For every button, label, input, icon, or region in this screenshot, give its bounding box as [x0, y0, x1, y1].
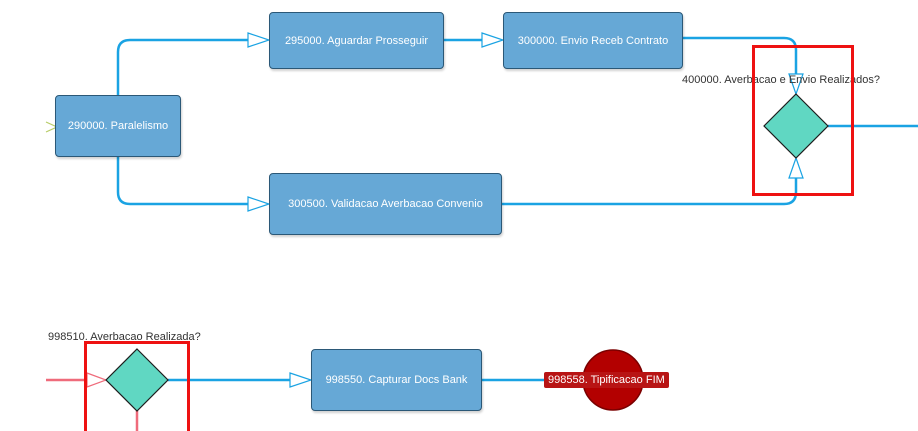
task-998550[interactable]: 998550. Capturar Docs Bank	[311, 349, 482, 411]
task-295000[interactable]: 295000. Aguardar Prosseguir	[269, 12, 444, 69]
connector-290000-to-295000[interactable]	[116, 38, 250, 95]
task-300500-label: 300500. Validacao Averbacao Convenio	[288, 198, 483, 210]
gateway-400000-diamond[interactable]	[763, 93, 829, 159]
connector-300000-to-400000[interactable]	[683, 36, 798, 74]
arrowhead-300000	[481, 32, 505, 48]
task-300000-label: 300000. Envio Receb Contrato	[517, 34, 669, 47]
gateway-400000-label: 400000. Averbacao e Envio Realizados?	[682, 74, 880, 86]
arrowhead-998510	[86, 372, 108, 388]
gateway-998510-diamond[interactable]	[105, 348, 169, 412]
arrowhead-998550	[289, 372, 313, 388]
arrowhead-400000-bottom	[788, 156, 804, 179]
task-300500[interactable]: 300500. Validacao Averbacao Convenio	[269, 173, 502, 235]
task-998550-label: 998550. Capturar Docs Bank	[325, 374, 468, 386]
highlight-box-gateway-998510	[84, 341, 190, 431]
connector-300500-to-400000[interactable]	[502, 178, 798, 206]
gateway-998510-label: 998510. Averbacao Realizada?	[48, 331, 201, 343]
connector-290000-to-300500[interactable]	[116, 157, 250, 206]
arrowhead-300500	[247, 196, 271, 212]
task-290000[interactable]: 290000. Paralelismo	[55, 95, 181, 157]
task-290000-label: 290000. Paralelismo	[67, 120, 169, 132]
arrowhead-400000-top	[788, 73, 804, 96]
task-295000-label: 295000. Aguardar Prosseguir	[284, 34, 429, 47]
task-300000[interactable]: 300000. Envio Receb Contrato	[503, 12, 683, 69]
highlight-box-gateway-400000	[752, 45, 854, 196]
arrowhead-295000	[247, 32, 271, 48]
end-event-998558-label: 998558. Tipificacao FIM	[544, 372, 669, 388]
